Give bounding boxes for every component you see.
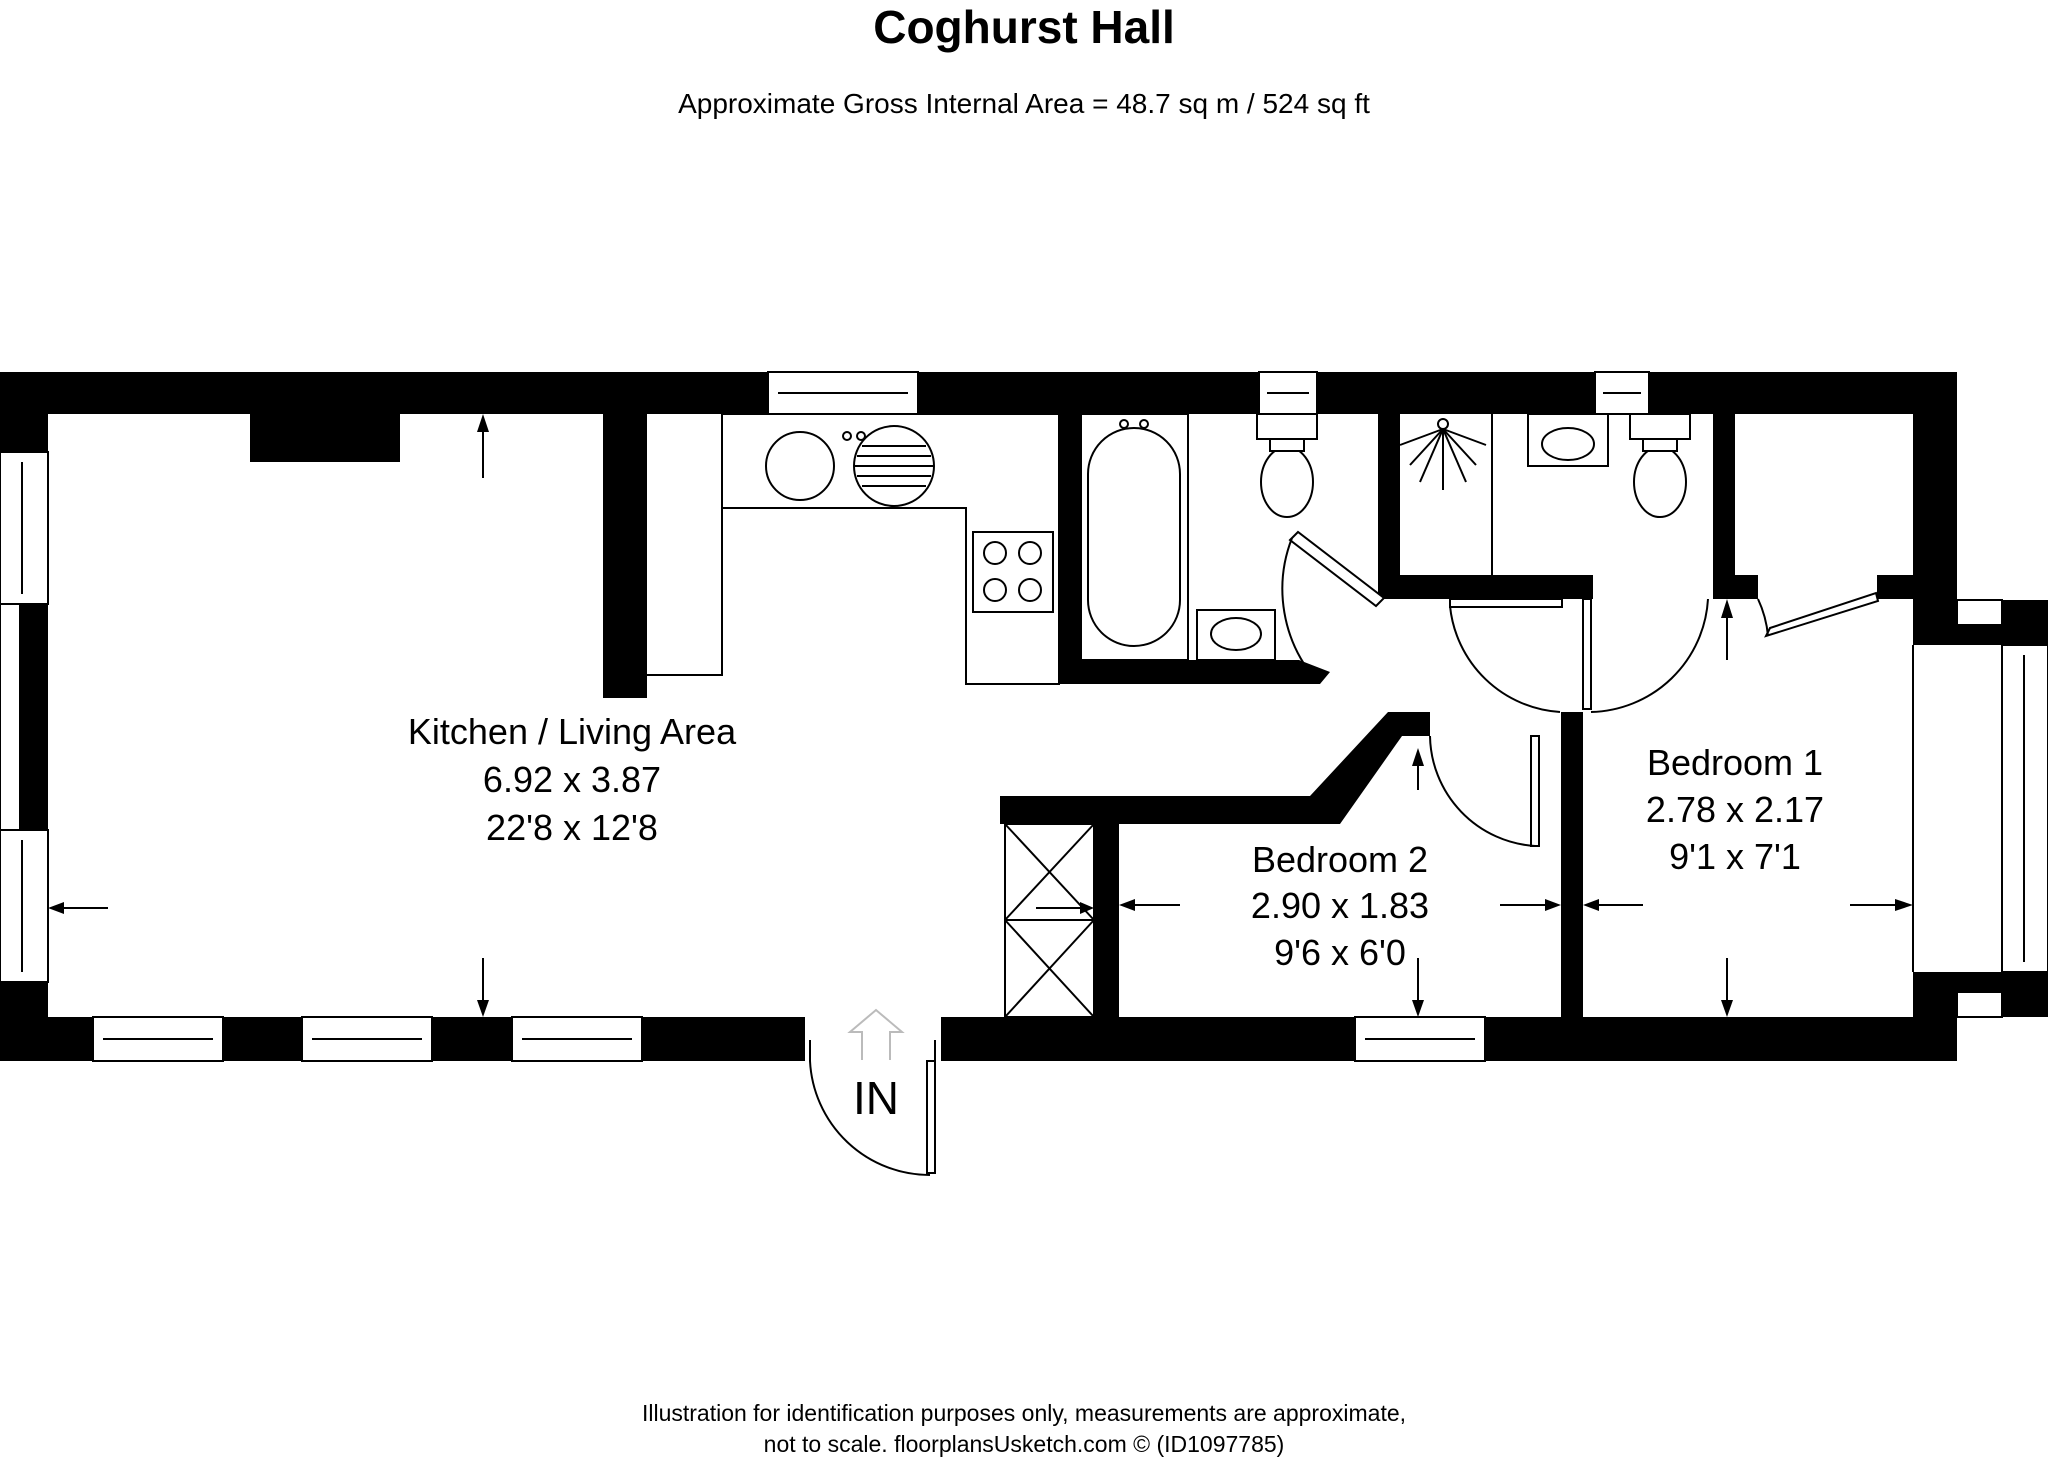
disclaimer-line-2: not to scale. floorplansUsketch.com © (I… [763, 1431, 1285, 1457]
dimension-arrows [34, 414, 1913, 1017]
interior-walls [250, 414, 1913, 1017]
hob-ring-4 [1018, 578, 1042, 602]
bedrooms-divider [1561, 712, 1583, 1017]
bedroom2-wall-angle [1310, 712, 1430, 824]
entrance-door-leaf [926, 1060, 936, 1174]
bedroom2-imperial: 9'6 x 6'0 [1274, 932, 1406, 973]
bathroom-basin [1210, 617, 1262, 651]
bathroom-wall-bottom [1059, 660, 1299, 684]
sink-tap-2 [856, 431, 866, 441]
bathroom-fixtures [1080, 413, 1318, 661]
wc-wall-left [1713, 414, 1735, 575]
sink-bowl [765, 431, 835, 501]
kitchen-partition [603, 414, 647, 698]
bedroom2-wall-top [1000, 796, 1330, 824]
bedroom2-metric: 2.90 x 1.83 [1251, 885, 1429, 926]
shower-room-fixtures [1399, 413, 1691, 575]
entrance-arrow-icon [847, 1008, 905, 1060]
cupboard-wall [1094, 824, 1119, 1017]
bathroom-wall-angle [1299, 660, 1330, 684]
bedroom1-door-leaf [1764, 591, 1880, 638]
shower-room-basin [1541, 427, 1595, 461]
shower-room-wall-bottom [1378, 575, 1593, 599]
bathroom-wall-left [1059, 414, 1081, 684]
wc-wall-bottom [1713, 575, 1758, 599]
bathroom-toilet-bowl [1260, 446, 1314, 518]
shower-room-toilet-bowl [1633, 446, 1687, 518]
page-title: Coghurst Hall [873, 1, 1175, 53]
wall-top [0, 372, 1957, 414]
bath-tap-2 [1139, 419, 1149, 429]
bath-tap-1 [1119, 419, 1129, 429]
chimney-breast [250, 414, 400, 462]
sink-tap-1 [842, 431, 852, 441]
bedroom2-door-swing [1429, 735, 1536, 847]
disclaimer-footer: Illustration for identification purposes… [0, 1398, 2048, 1460]
windows [0, 371, 2048, 1062]
hob-ring-3 [983, 578, 1007, 602]
bathroom-door-swing [1281, 537, 1317, 681]
kitchen-metric: 6.92 x 3.87 [483, 759, 661, 800]
bathroom-toilet-seat [1269, 438, 1305, 452]
kitchen-fixtures [647, 413, 1060, 685]
hob-ring-1 [983, 541, 1007, 565]
hob [972, 531, 1054, 613]
bedroom1-wall-jamb [1877, 575, 1913, 599]
wall-right-upper [1913, 372, 1957, 645]
shower-room-door-jamb [1569, 575, 1593, 599]
bedroom2-name: Bedroom 2 [1252, 839, 1428, 880]
area-subtitle: Approximate Gross Internal Area = 48.7 s… [678, 88, 1370, 119]
shower-room-toilet-cistern [1629, 413, 1691, 440]
entrance-label: IN [853, 1072, 899, 1124]
room-labels: Kitchen / Living Area 6.92 x 3.87 22'8 x… [408, 711, 1824, 1124]
kitchen-imperial: 22'8 x 12'8 [486, 807, 658, 848]
bedroom1-metric: 2.78 x 2.17 [1646, 789, 1824, 830]
kitchen-name: Kitchen / Living Area [408, 711, 737, 752]
bedroom1-name: Bedroom 1 [1647, 742, 1823, 783]
window-bay-top-side [1956, 599, 2003, 626]
bedroom2-door-leaf [1530, 735, 1540, 847]
shower-room-toilet-seat [1642, 438, 1678, 452]
window-bay-bottom-side [1956, 991, 2003, 1018]
wc-door-swing [1590, 598, 1709, 713]
entrance-door-swing [809, 1060, 931, 1177]
shower-room-door-swing [1449, 605, 1561, 713]
disclaimer-line-1: Illustration for identification purposes… [641, 1400, 1407, 1426]
bath-tub-inner [1087, 427, 1181, 647]
window-left-upper [0, 451, 49, 605]
wc-door-leaf [1582, 598, 1592, 710]
window-left-lower [0, 829, 49, 983]
shower-head [1437, 418, 1449, 430]
doors [809, 530, 1880, 1177]
hob-ring-2 [1018, 541, 1042, 565]
bedroom1-imperial: 9'1 x 7'1 [1669, 836, 1801, 877]
kitchen-counter-return [647, 508, 723, 676]
shower-room-door-leaf [1449, 598, 1563, 608]
patio-door-left [0, 603, 21, 831]
bathroom-door-leaf [1288, 530, 1386, 608]
bathroom-wall-right [1378, 414, 1400, 584]
bedroom1-door-swing-bed1 [1757, 598, 1769, 637]
cupboard [1004, 823, 1095, 1018]
bathroom-toilet-cistern [1256, 413, 1318, 440]
